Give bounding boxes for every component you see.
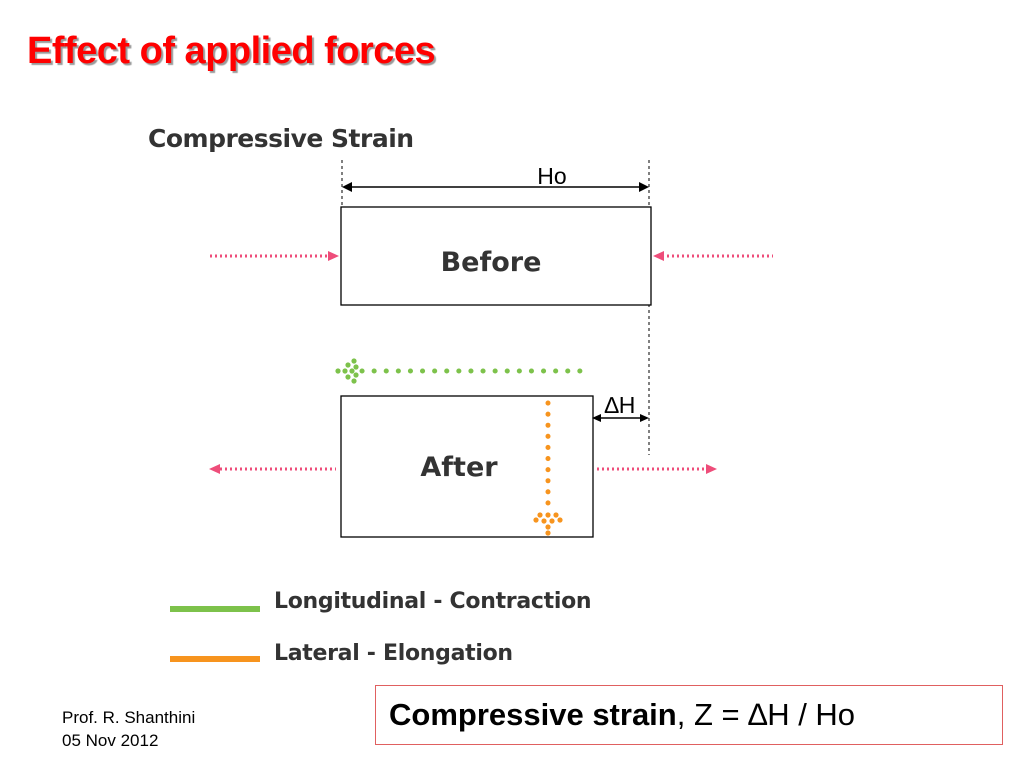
delta-h-label: ∆H [605,392,636,418]
legend-label-longitudinal: Longitudinal - Contraction [274,589,592,614]
footer-date: 05 Nov 2012 [62,731,159,750]
strain-diagram: Ho Before After [209,160,773,538]
lateral-elongation-arrow [533,400,563,536]
formula-expression: , Z = ∆H / Ho [676,697,856,732]
force-arrow-right-in [653,251,773,261]
ho-arrowhead-left [342,182,352,192]
legend-label-lateral: Lateral - Elongation [274,641,513,666]
delta-h-arrowhead-right [640,414,649,422]
legend-swatch-lateral [170,656,260,662]
ho-label: Ho [537,163,566,189]
force-arrow-right-out [597,464,717,474]
formula-term: Compressive strain [389,697,677,732]
legend-swatch-longitudinal [170,606,260,612]
force-arrow-left-in [210,251,339,261]
after-label: After [420,452,498,483]
formula-box: Compressive strain, Z = ∆H / Ho [375,685,1003,745]
delta-h-arrowhead-left [592,414,601,422]
footer-author: Prof. R. Shanthini [62,708,196,727]
slide-title: Effect of applied forces [27,30,436,72]
before-label: Before [441,247,542,278]
ho-arrowhead-right [639,182,649,192]
footer: Prof. R. Shanthini 05 Nov 2012 [62,706,195,752]
force-arrow-left-out [209,464,336,474]
before-box [340,206,652,306]
after-box [340,395,594,538]
longitudinal-contraction-arrow [335,358,588,384]
diagram-heading: Compressive Strain [148,124,414,153]
